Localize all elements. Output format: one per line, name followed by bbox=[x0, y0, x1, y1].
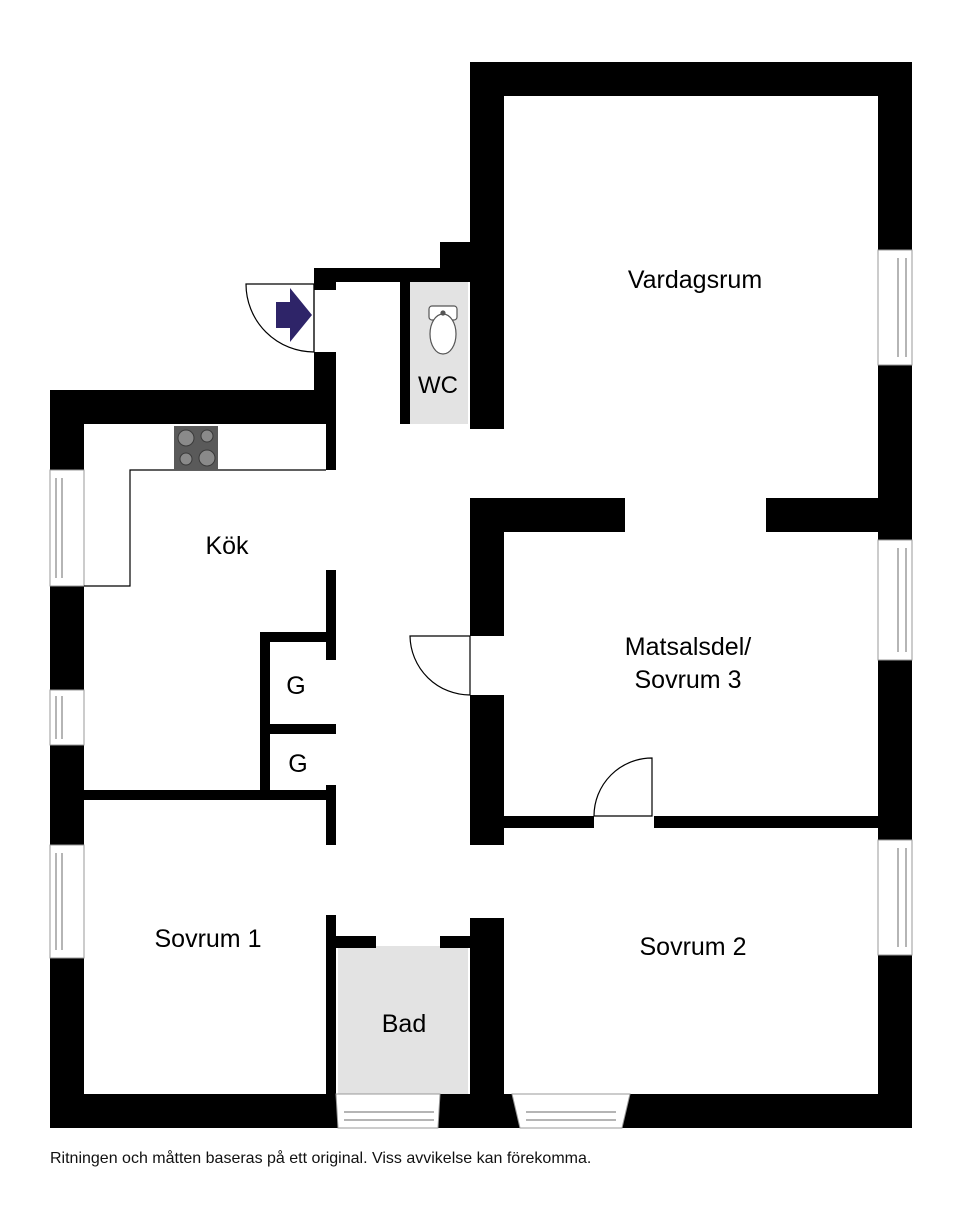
label-garderob-2: G bbox=[288, 750, 307, 778]
label-matsal-line2: Sovrum 3 bbox=[635, 666, 742, 694]
label-sovrum1: Sovrum 1 bbox=[155, 925, 262, 953]
window-sovrum2 bbox=[877, 839, 913, 956]
disclaimer-footnote: Ritningen och måtten baseras på ett orig… bbox=[50, 1150, 592, 1167]
window-matsal bbox=[877, 539, 913, 661]
window-glass-lines bbox=[55, 258, 907, 1121]
label-kok: Kök bbox=[205, 532, 249, 560]
window-kok-lower bbox=[49, 689, 85, 746]
stove-icon bbox=[174, 426, 218, 470]
toilet-icon bbox=[428, 305, 458, 355]
label-bad: Bad bbox=[382, 1010, 426, 1038]
interior-walls bbox=[84, 278, 912, 1094]
window-sovrum1 bbox=[49, 844, 85, 959]
bad-floor bbox=[338, 946, 468, 1104]
label-vardagsrum: Vardagsrum bbox=[628, 266, 762, 294]
kitchen-counter bbox=[84, 469, 326, 587]
matsal-door bbox=[409, 635, 471, 696]
label-wc: WC bbox=[418, 372, 458, 399]
label-garderob-1: G bbox=[286, 672, 305, 700]
window-vardagsrum bbox=[877, 249, 913, 366]
label-sovrum2: Sovrum 2 bbox=[640, 933, 747, 961]
sovrum2-door bbox=[593, 757, 653, 817]
label-matsal-line1: Matsalsdel/ bbox=[625, 633, 751, 661]
entrance-arrow-icon bbox=[276, 288, 312, 342]
